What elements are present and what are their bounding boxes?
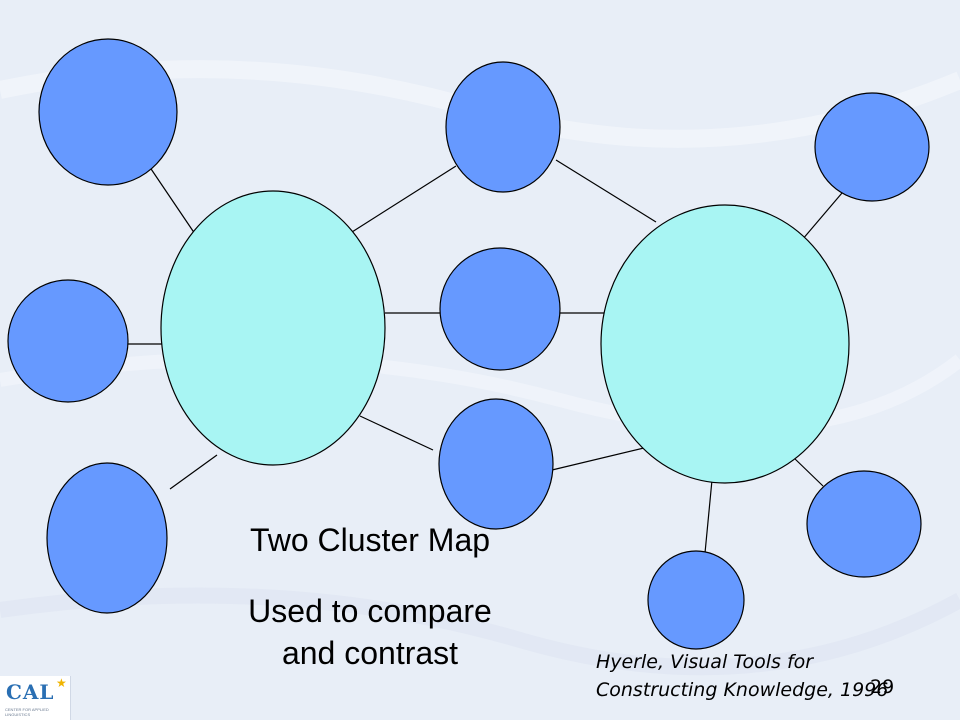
node-shared-middle [439,247,561,371]
connector-line [555,159,657,223]
connector-line [704,479,713,554]
citation-line-2: Constructing Knowledge, 1996 [596,679,889,701]
source-citation: Hyerle, Visual Tools for Constructing Kn… [596,648,936,704]
subtitle-line-2: and contrast [281,635,459,671]
node-left-middle [7,279,129,403]
connector-line [144,159,196,235]
node-shared-top [445,61,561,193]
node-left-top [38,38,178,186]
connector-line [169,454,218,490]
diagram-title: Two Cluster Map [249,522,491,558]
connector-line [551,446,649,471]
connector-line [792,456,824,487]
logo-wordmark: CAL [6,680,55,704]
connector-line [359,415,434,451]
map-shapes [7,38,930,650]
logo-tagline: CENTER FOR APPLIED LINGUISTICS [5,707,49,717]
citation-line-1: Hyerle, Visual Tools for [596,651,814,673]
hub-right-hub [600,204,850,484]
star-icon: ★ [56,676,67,690]
node-left-bottom [46,462,168,614]
page-number: 29 [870,676,895,698]
connector-line [351,165,457,233]
node-right-bottom [647,550,745,650]
connector-line [801,192,843,241]
subtitle-line-1: Used to compare [248,593,492,629]
diagram-subtitle: Used to compare and contrast [200,590,540,674]
node-right-top [814,92,930,202]
node-right-bottom-right [806,470,922,578]
node-shared-bottom [438,398,554,530]
hub-left-hub [160,190,386,466]
cal-logo: CAL ★ CENTER FOR APPLIED LINGUISTICS [0,676,71,720]
connectors [128,159,843,554]
